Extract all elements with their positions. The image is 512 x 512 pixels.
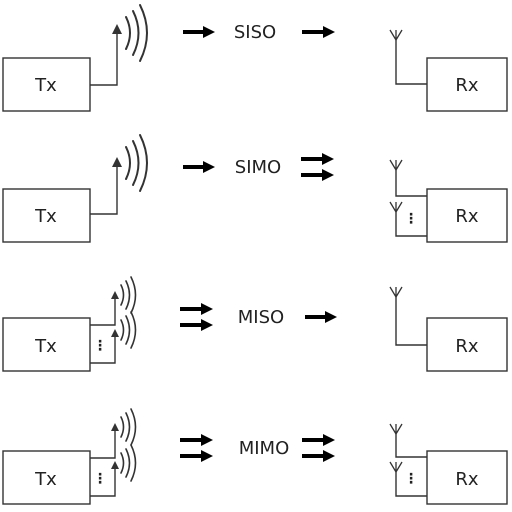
arrow-right-icon bbox=[305, 311, 337, 323]
rx-label: Rx bbox=[455, 336, 479, 357]
row-mimo: Tx ⋮ MIMO bbox=[2, 408, 508, 505]
tx-feed-line bbox=[90, 298, 116, 326]
rx-box bbox=[426, 317, 508, 372]
double-arrow-right-icon bbox=[301, 153, 334, 181]
rx-box bbox=[426, 450, 508, 505]
rx-antenna-icon bbox=[389, 201, 403, 214]
arrow-right-icon bbox=[183, 161, 215, 173]
tx-antenna-arrow-icon bbox=[111, 329, 119, 337]
radio-waves-icon bbox=[125, 4, 148, 62]
rx-feed-line bbox=[395, 40, 427, 85]
tx-antenna-arrow-icon bbox=[111, 461, 119, 469]
ellipsis-icon: ⋮ bbox=[93, 471, 107, 487]
radio-waves-icon bbox=[120, 311, 137, 349]
tx-antenna-arrow-icon bbox=[111, 423, 119, 431]
tx-feed-line bbox=[90, 32, 118, 86]
mode-label: SISO bbox=[234, 22, 276, 43]
arrow-right-icon bbox=[302, 26, 335, 38]
ellipsis-icon: ⋮ bbox=[404, 471, 418, 487]
row-miso: Tx ⋮ MISO Rx bbox=[2, 276, 508, 372]
radio-waves-icon bbox=[125, 134, 148, 192]
arrow-right-icon bbox=[183, 26, 215, 38]
tx-antenna-arrow-icon bbox=[111, 291, 119, 299]
rx-feed-line bbox=[395, 434, 427, 458]
rx-antenna-icon bbox=[389, 29, 403, 42]
rx-box bbox=[426, 57, 508, 112]
rx-feed-line bbox=[395, 472, 427, 497]
tx-feed-line bbox=[90, 430, 116, 459]
mode-label: MISO bbox=[238, 307, 284, 328]
tx-feed-line bbox=[90, 468, 116, 497]
rx-feed-line bbox=[395, 170, 427, 197]
rx-label: Rx bbox=[455, 469, 479, 490]
rx-antenna-icon bbox=[389, 423, 403, 436]
row-siso: Tx SISO Rx bbox=[2, 4, 508, 112]
rx-feed-line bbox=[395, 212, 427, 237]
rx-antenna-icon bbox=[389, 286, 403, 299]
mode-label: SIMO bbox=[235, 157, 281, 178]
row-simo: Tx SIMO ⋮ Rx bbox=[2, 134, 508, 243]
rx-feed-line bbox=[395, 297, 427, 346]
rx-label: Rx bbox=[455, 206, 479, 227]
double-arrow-right-icon bbox=[180, 303, 213, 331]
radio-waves-icon bbox=[120, 444, 137, 482]
tx-antenna-arrow-icon bbox=[112, 24, 122, 34]
tx-label: Tx bbox=[34, 206, 57, 227]
ellipsis-icon: ⋮ bbox=[93, 338, 107, 354]
ellipsis-icon: ⋮ bbox=[404, 211, 418, 227]
tx-antenna-arrow-icon bbox=[112, 157, 122, 167]
double-arrow-right-icon bbox=[180, 434, 213, 462]
tx-feed-line bbox=[90, 336, 116, 364]
rx-box bbox=[426, 188, 508, 243]
tx-label: Tx bbox=[34, 75, 57, 96]
radio-waves-icon bbox=[120, 276, 137, 314]
tx-label: Tx bbox=[34, 469, 57, 490]
radio-waves-icon bbox=[120, 408, 137, 446]
mode-label: MIMO bbox=[239, 438, 290, 459]
rx-antenna-icon bbox=[389, 159, 403, 172]
rx-antenna-icon bbox=[389, 461, 403, 474]
tx-box bbox=[2, 317, 91, 372]
tx-feed-line bbox=[90, 165, 118, 215]
tx-box bbox=[2, 57, 91, 112]
tx-box bbox=[2, 188, 91, 243]
tx-box bbox=[2, 450, 91, 505]
rx-label: Rx bbox=[455, 75, 479, 96]
double-arrow-right-icon bbox=[302, 434, 335, 462]
tx-label: Tx bbox=[34, 336, 57, 357]
